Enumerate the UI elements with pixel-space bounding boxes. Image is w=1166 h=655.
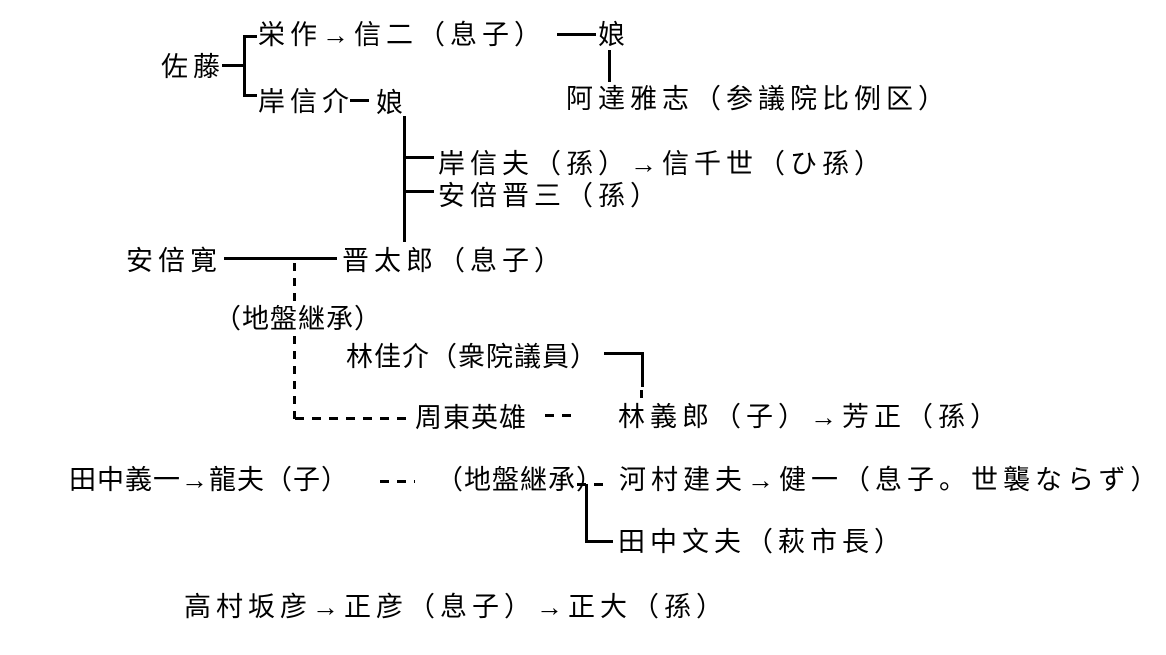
- connector-jiban-dashed-horizontal: [295, 417, 408, 420]
- connector-kasuke-elbow-dash: [640, 390, 643, 402]
- label-hayashi-kasuke: 林佳介（衆院議員）: [346, 342, 598, 372]
- connector-kasuke-elbow-horizontal: [604, 352, 644, 355]
- connector-shuto-yoshiro-dashes: [545, 414, 576, 417]
- label-komura-line: 高村坂彦→正彦（息子）→正大（孫）: [184, 592, 728, 622]
- label-shintaro: 晋太郎（息子）: [342, 246, 566, 276]
- connector-branch-abe-shinzo: [403, 190, 434, 193]
- label-kawamura-line: 河村建夫→健一（息子。世襲ならず）: [619, 465, 1163, 495]
- label-jiban-note-abe: （地盤継承）: [214, 304, 382, 334]
- connector-abekan-shintaro: [224, 257, 337, 260]
- connector-sato-bracket-vertical: [243, 35, 246, 97]
- connector-jiban-dashed-upper: [293, 263, 296, 301]
- connector-kawamura-junction-vertical: [585, 484, 588, 543]
- label-kishi-nobuo-line: 岸信夫（孫）→信千世（ひ孫）: [438, 149, 886, 179]
- label-abe-shinzo: 安倍晋三（孫）: [438, 181, 662, 211]
- label-tanaka-fumio: 田中文夫（萩市長）: [618, 527, 906, 557]
- label-daughter-kishi: 娘: [376, 88, 408, 118]
- connector-jiban-dashed-lower: [293, 336, 296, 420]
- label-abe-kan: 安倍寛: [126, 246, 222, 276]
- label-tanaka-giichi-line: 田中義一→龍夫（子）: [69, 465, 349, 495]
- connector-daughter-adachi: [608, 50, 611, 82]
- label-kishi-nobusuke: 岸信介: [258, 87, 354, 117]
- connector-sato-stub: [222, 64, 244, 67]
- connector-shinji-daughter: [557, 33, 596, 36]
- label-shuto-hideo: 周東英雄: [415, 403, 527, 433]
- connector-branch-kishi-nobuo: [403, 156, 434, 159]
- label-daughter-top: 娘: [598, 20, 630, 50]
- label-sato: 佐藤: [161, 52, 225, 82]
- label-jiban-note-tanaka: （地盤継承）: [436, 465, 604, 495]
- connector-kasuke-elbow-vertical: [641, 352, 644, 387]
- connector-daughter-descent: [403, 116, 406, 242]
- connector-kishi-daughter-dash: [350, 99, 369, 102]
- connector-jiban-kawamura-dashes: [577, 483, 610, 486]
- label-hayashi-yoshiro-line: 林義郎（子）→芳正（孫）: [618, 402, 1002, 432]
- connector-sato-arm-top: [243, 35, 257, 38]
- connector-junction-bottom-arm: [585, 540, 613, 543]
- label-adachi: 阿達雅志（参議院比例区）: [566, 84, 950, 114]
- connector-tatsuo-jiban-dashes: [380, 480, 415, 483]
- label-eisaku-line: 栄作→信二（息子）: [258, 20, 546, 50]
- connector-sato-arm-bottom: [243, 94, 257, 97]
